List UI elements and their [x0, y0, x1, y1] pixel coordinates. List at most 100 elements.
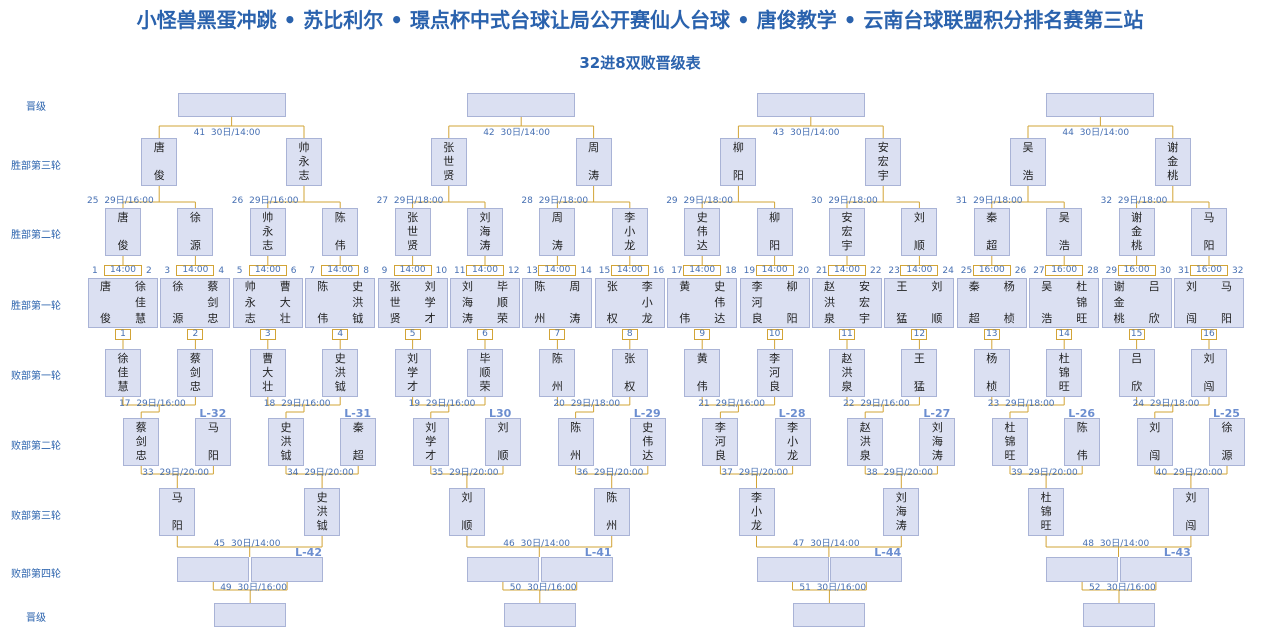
l1-player-box: 史洪钺 — [322, 349, 359, 397]
r1-match-box — [232, 278, 303, 328]
l1-match-label: 21 29日/16:00 — [698, 399, 765, 409]
r1-match-box — [522, 278, 593, 328]
match-number: 30 — [811, 196, 823, 206]
qualifier-box-bottom — [503, 603, 576, 627]
match-number: 43 — [772, 128, 785, 138]
loser-reference: L30 — [489, 407, 512, 420]
match-number: 33 — [142, 468, 154, 478]
player-name: 刘顺 — [913, 211, 925, 252]
seed-number: 26 — [1014, 266, 1027, 276]
seed-number: 1 — [92, 266, 98, 276]
r1-time: 14:00 — [104, 265, 142, 276]
l1-match-label: 19 29日/16:00 — [409, 399, 476, 409]
l2-player-box: 李河良 — [702, 418, 739, 466]
l3-player-box: 刘海涛 — [883, 488, 920, 536]
l1-player-box: 徐佳慧 — [105, 349, 141, 397]
player-name: 毕顺荣 — [479, 352, 491, 393]
l2-player-box: 蔡剑忠 — [123, 418, 160, 466]
match-time: 29日/16:00 — [712, 399, 765, 409]
match-time: 29日/20:00 — [301, 468, 354, 478]
player-name: 马阳 — [207, 421, 219, 462]
player-name: 张世贤 — [443, 141, 455, 182]
match-time: 29日/20:00 — [156, 468, 209, 478]
r1-match-box — [812, 278, 882, 328]
r1-time: 14:00 — [900, 265, 939, 276]
row-label-7: 败部第四轮 — [11, 569, 61, 580]
r1-match-box — [1174, 278, 1244, 328]
player-name: 杜锦旺 — [1040, 491, 1052, 532]
seed-number: 27 — [1033, 266, 1045, 276]
player-name: 周涛 — [588, 141, 600, 182]
match-number: 35 — [431, 468, 444, 478]
match-number: 37 — [721, 468, 733, 478]
l3-player-box: 史洪钺 — [304, 488, 341, 536]
r1-time: 14:00 — [683, 265, 722, 276]
l2-player-box: 徐源 — [1209, 418, 1245, 466]
player-name: 安宏宇 — [841, 211, 853, 252]
match-time: 29日/16:00 — [101, 196, 154, 206]
r1-match-number: 7 — [549, 329, 566, 340]
player-name: 赵洪泉 — [859, 421, 871, 462]
player-name: 李小龙 — [751, 491, 762, 532]
match-number: 44 — [1062, 128, 1074, 138]
w2-match-label: 27 29日/18:00 — [377, 196, 444, 206]
bracket-subtitle: 32进8双败晋级表 — [579, 54, 701, 72]
l2-player-box: 马阳 — [195, 418, 232, 466]
l4-drop-box — [830, 557, 903, 582]
match-time: 29日/20:00 — [591, 468, 644, 478]
player-name: 陈州 — [606, 491, 618, 532]
row-label-1: 胜部第三轮 — [11, 161, 61, 172]
r1-player-name: 刘学才 — [424, 280, 436, 325]
player-name: 吴浩 — [1058, 211, 1070, 252]
w2-match-label: 30 29日/18:00 — [811, 196, 878, 206]
loser-reference: L-25 — [1213, 407, 1240, 420]
match-number: 26 — [231, 196, 244, 206]
player-name: 刘顺 — [497, 421, 509, 462]
player-name: 李河良 — [714, 421, 726, 462]
l4-match-label: 49 30日/16:00 — [220, 583, 287, 593]
match-time: 30日/14:00 — [228, 539, 281, 549]
match-time: 30日/16:00 — [524, 583, 577, 593]
w2-player-box: 刘海涛 — [467, 208, 503, 256]
match-number: 40 — [1155, 468, 1168, 478]
r1-player-name: 柳阳 — [786, 280, 798, 325]
player-name: 刘闯 — [1203, 352, 1215, 393]
l1-player-box: 赵洪泉 — [829, 349, 865, 397]
match-time: 29日/20:00 — [735, 468, 789, 478]
r1-player-name: 毕顺荣 — [497, 280, 508, 325]
w2-player-box: 安宏宇 — [829, 208, 865, 256]
player-name: 帅永志 — [262, 211, 274, 252]
l2-match-label: 35 29日/20:00 — [432, 468, 499, 478]
r1-time: 14:00 — [610, 265, 649, 276]
w2-player-box: 帅永志 — [249, 208, 286, 256]
r1-player-name: 张世贤 — [389, 280, 401, 325]
match-time: 29日/18:00 — [1115, 196, 1168, 206]
r1-player-name: 徐源 — [172, 280, 184, 325]
r1-player-name: 史伟达 — [714, 280, 726, 325]
match-time: 29日/18:00 — [825, 196, 878, 206]
player-name: 史伟达 — [642, 421, 654, 462]
l1-match-label: 17 29日/16:00 — [119, 399, 186, 409]
player-name: 马阳 — [171, 491, 183, 532]
match-number: 36 — [576, 468, 589, 478]
match-number: 46 — [503, 539, 515, 549]
w2-player-box: 陈伟 — [322, 208, 359, 256]
player-name: 徐源 — [1221, 421, 1233, 462]
loser-reference: L-42 — [295, 546, 322, 559]
player-name: 杜锦旺 — [1004, 421, 1016, 462]
w3-match-label: 42 30日/14:00 — [483, 128, 550, 138]
l1-player-box: 毕顺荣 — [467, 349, 503, 397]
match-time: 29日/20:00 — [446, 468, 499, 478]
r1-player-name: 张权 — [606, 280, 618, 325]
l2-match-label: 40 29日/20:00 — [1156, 468, 1223, 478]
match-number: 42 — [483, 128, 495, 138]
match-time: 30日/14:00 — [1076, 128, 1130, 138]
r1-player-name: 刘海涛 — [462, 280, 473, 325]
player-name: 刘顺 — [461, 491, 473, 532]
qualifier-box-bottom — [1083, 603, 1155, 627]
match-time: 30日/14:00 — [208, 128, 261, 138]
player-name: 周涛 — [551, 211, 563, 252]
r1-match-number: 14 — [1056, 329, 1073, 340]
l4-winner-box — [177, 557, 250, 582]
